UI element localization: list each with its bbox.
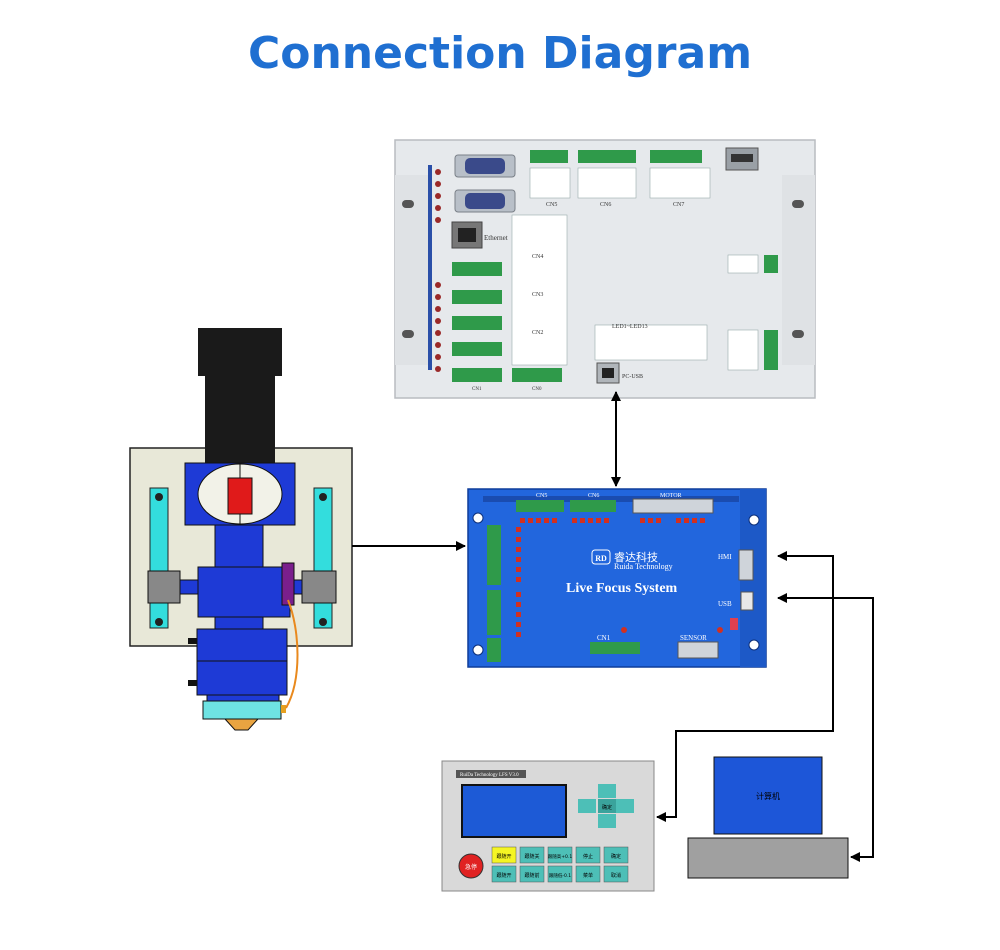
hmi-key: 跟随开 — [496, 872, 511, 879]
laser-head-assembly — [129, 328, 353, 731]
lfs-cn1-label: CN1 — [597, 634, 611, 642]
cn5-label: CN5 — [546, 202, 557, 208]
ethernet-port: Ethernet — [451, 221, 508, 249]
cn2-label: CN2 — [532, 330, 543, 336]
status-leds — [435, 169, 441, 372]
lfs-cn6-label: CN6 — [588, 493, 599, 499]
hmi-key: 跟随关 — [524, 853, 539, 860]
cn6-label: CN6 — [600, 202, 611, 208]
cn0-board-label: CN0 — [532, 387, 542, 392]
hmi-key: 停止 — [583, 853, 593, 860]
db9-connector-bottom — [454, 189, 516, 213]
lfs-hmi-label: HMI — [718, 553, 732, 561]
pin-row-top — [520, 518, 705, 523]
pin-column-left — [516, 527, 521, 637]
lfs-title: Live Focus System — [566, 581, 678, 596]
hmi-center-key: 确定 — [602, 804, 612, 811]
hmi-panel: RuiDa Technology LFS V3.0 确定 急停 跟随开 跟随关 … — [441, 760, 655, 892]
diagram-title: Connection Diagram — [247, 28, 753, 79]
usb-port — [740, 591, 754, 611]
computer-label: 计算机 — [756, 791, 780, 801]
lfs-logo: RD — [595, 554, 607, 563]
terminal-blocks-left — [452, 262, 562, 382]
cn7-label: CN7 — [673, 202, 684, 208]
led-label: LED1~LED13 — [612, 324, 648, 330]
pc-usb-label: PC-USB — [622, 374, 643, 380]
lfs-cn5-label: CN5 — [536, 493, 547, 499]
lfs-brand-en: Ruida Technology — [614, 562, 673, 571]
lfs-usb-label: USB — [718, 600, 732, 608]
cn4-label: CN4 — [532, 254, 543, 260]
hmi-key: 跟随低-0.1 — [549, 872, 571, 879]
hmi-key: 跟随高+0.1 — [548, 853, 573, 860]
lfs-sensor-label: SENSOR — [680, 634, 707, 642]
hmi-key: 跟随开 — [496, 853, 511, 860]
hmi-port — [738, 549, 754, 581]
pin-tables — [511, 167, 711, 366]
terminal-blocks-top — [530, 150, 702, 163]
computer: 计算机 — [687, 756, 849, 879]
hmi-key: 确定 — [611, 853, 621, 860]
hmi-key: 跟随前 — [524, 872, 539, 879]
cn1-board-label: CN1 — [472, 387, 482, 392]
pc-usb-port: PC-USB — [596, 362, 643, 384]
lfs-brand-cn: 睿达科技 — [614, 550, 658, 564]
cn3-label: CN3 — [532, 292, 543, 298]
lfs-motor-label: MOTOR — [660, 493, 682, 499]
main-controller-board: Ethernet CN5 CN6 CN7 CN4 CN3 CN2 LED1~LE… — [394, 139, 816, 399]
usb-a-port — [725, 147, 759, 171]
live-focus-board: CN5 CN6 MOTOR RD 睿达科技 Ruida Techn — [467, 488, 767, 668]
hmi-header: RuiDa Technology LFS V3.0 — [460, 773, 519, 778]
db9-connector-top — [454, 154, 516, 178]
hmi-stop-key: 急停 — [465, 863, 477, 871]
hmi-key: 菜单 — [583, 872, 593, 879]
hmi-key: 取消 — [611, 872, 621, 879]
connection-lines — [352, 391, 874, 862]
ethernet-label: Ethernet — [484, 234, 508, 242]
